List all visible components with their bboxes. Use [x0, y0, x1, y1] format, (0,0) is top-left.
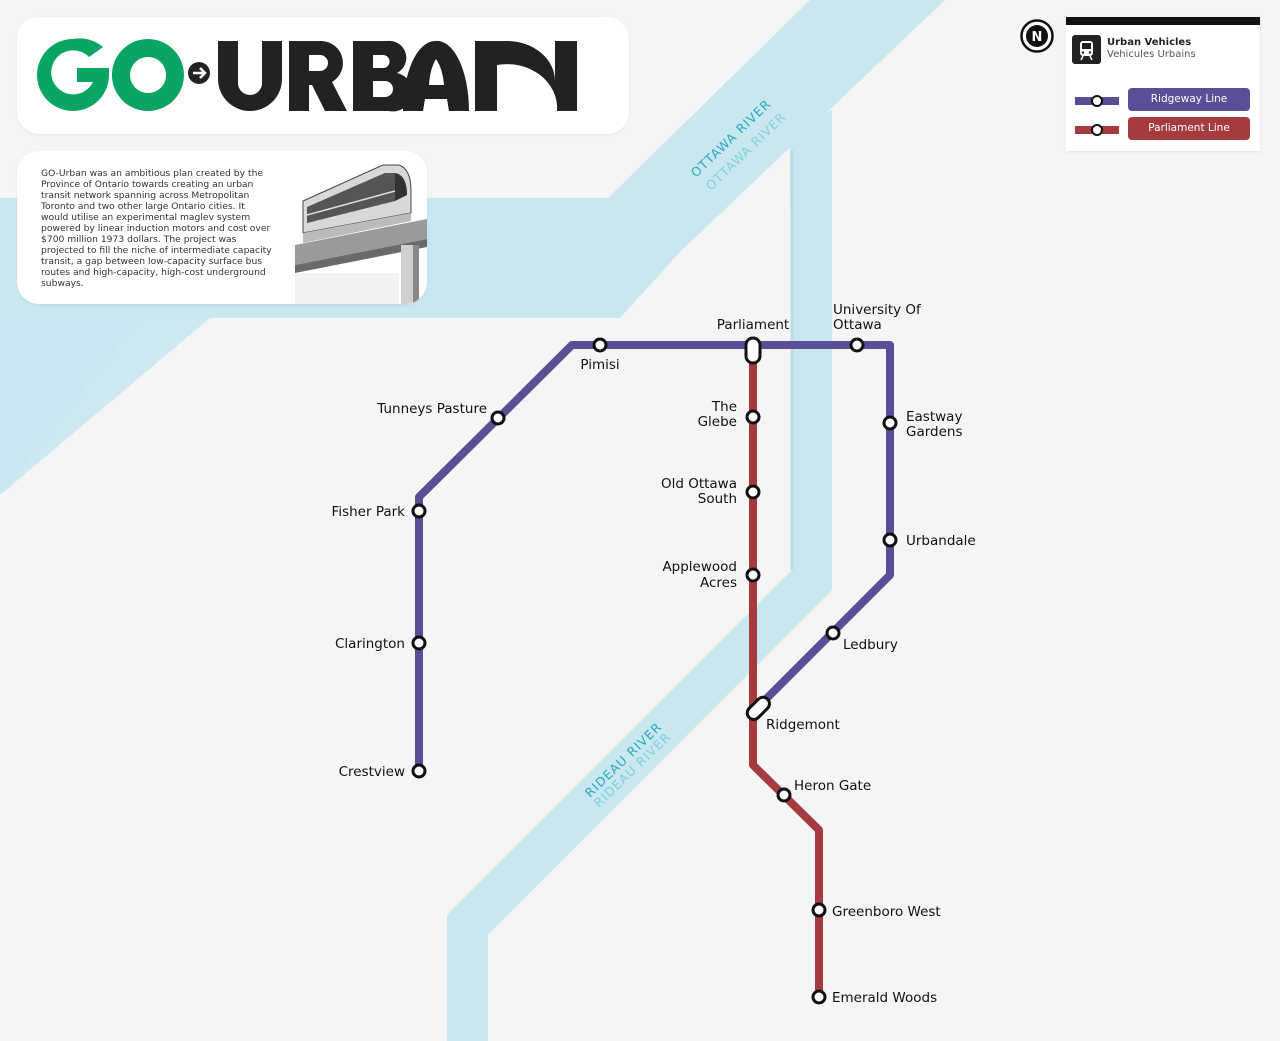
label-heron-gate: Heron Gate [794, 778, 871, 794]
logo-letter-o [111, 39, 184, 111]
rivers [0, 0, 945, 1041]
label-crestview: Crestview [339, 764, 405, 780]
logo-letter-n [475, 41, 577, 111]
label-greenboro-west: Greenboro West [832, 904, 941, 920]
station-applewood-acres[interactable] [745, 567, 761, 583]
label-university-of-ottawa-1: University Of [833, 302, 922, 318]
parliament-line-label: Parliament Line [1128, 117, 1250, 140]
maglev-train-photo [295, 161, 427, 304]
legend-row-parliament[interactable]: Parliament Line [1074, 117, 1254, 141]
station-greenboro-west[interactable] [811, 902, 827, 918]
ottawa-river [0, 0, 945, 252]
stations [411, 336, 898, 1005]
station-ledbury[interactable] [825, 625, 841, 641]
ottawa-river-overlay [0, 318, 210, 495]
label-ledbury: Ledbury [843, 637, 898, 653]
ridgeway-line [415, 341, 894, 772]
station-eastway-gardens[interactable] [882, 415, 898, 431]
label-glebe-2: Glebe [698, 414, 737, 430]
station-emerald-woods[interactable] [811, 989, 827, 1005]
station-university-of-ottawa[interactable] [849, 337, 865, 353]
label-pimisi: Pimisi [580, 357, 619, 373]
station-fisher-park[interactable] [411, 503, 427, 519]
legend-header: Urban Vehicles Vehicules Urbains [1072, 33, 1196, 65]
label-ridgemont: Ridgemont [766, 717, 840, 733]
north-compass-icon: N [1020, 19, 1054, 53]
legend-subtitle: Vehicules Urbains [1107, 49, 1196, 60]
station-parliament[interactable] [744, 336, 762, 365]
label-tunneys-pasture: Tunneys Pasture [376, 401, 487, 417]
logo-letter-u [218, 41, 282, 111]
legend: Urban Vehicles Vehicules Urbains Ridgewa… [1066, 17, 1260, 151]
label-glebe-1: The [711, 399, 737, 415]
label-parliament: Parliament [717, 317, 789, 333]
station-the-glebe[interactable] [745, 409, 761, 425]
label-fisher-park: Fisher Park [332, 504, 406, 520]
parliament-swatch-icon [1075, 124, 1119, 136]
station-urbandale[interactable] [882, 532, 898, 548]
label-emerald-woods: Emerald Woods [832, 990, 937, 1006]
logo-card [17, 17, 629, 134]
station-labels: Crestview Clarington Fisher Park Tunneys… [332, 302, 976, 1006]
station-tunneys-pasture[interactable] [490, 410, 506, 426]
label-applewood-2: Acres [700, 575, 737, 591]
train-icon [1072, 34, 1101, 64]
station-clarington[interactable] [411, 635, 427, 651]
ridgeway-swatch-icon [1075, 95, 1119, 107]
station-heron-gate[interactable] [776, 787, 792, 803]
label-eastway-1: Eastway [906, 409, 962, 425]
label-old-ottawa-1: Old Ottawa [661, 476, 737, 492]
ridgeway-line-label: Ridgeway Line [1128, 88, 1250, 111]
compass-label: N [1032, 30, 1043, 45]
label-university-of-ottawa-2: Ottawa [833, 317, 882, 333]
logo-letter-r [289, 41, 347, 111]
label-old-ottawa-2: South [698, 491, 737, 507]
label-urbandale: Urbandale [906, 533, 976, 549]
logo-letter-b [353, 40, 413, 112]
description-card: GO-Urban was an ambitious plan created b… [17, 151, 427, 304]
station-crestview[interactable] [411, 763, 427, 779]
station-ridgemont[interactable] [745, 695, 773, 723]
logo-arrow [193, 67, 207, 79]
logo-letter-g [37, 38, 109, 111]
station-pimisi[interactable] [592, 337, 608, 353]
ottawa-river-lower [0, 252, 680, 495]
label-applewood-1: Applewood [662, 559, 737, 575]
description-text: GO-Urban was an ambitious plan created b… [41, 168, 272, 289]
station-old-ottawa-south[interactable] [745, 484, 761, 500]
label-eastway-2: Gardens [906, 424, 963, 440]
logo-letter-a [403, 40, 470, 111]
legend-row-ridgeway[interactable]: Ridgeway Line [1074, 88, 1254, 112]
label-clarington: Clarington [335, 636, 405, 652]
legend-title: Urban Vehicles [1107, 37, 1192, 48]
go-urban-logo [37, 38, 577, 112]
